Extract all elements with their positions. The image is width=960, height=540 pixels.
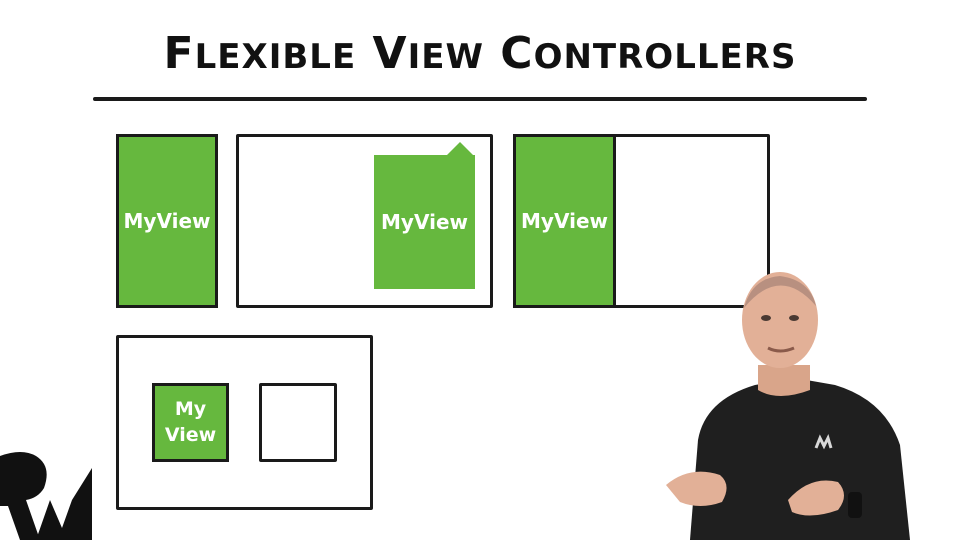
diagram-3-myview: MyView [513,134,616,308]
title-word-1: FLEXIBLE [163,28,357,79]
diagram-1-label: MyView [123,208,211,233]
diagram-3-label: MyView [521,208,608,233]
diagram-4-label: My View [164,397,217,446]
title-underline [93,97,867,101]
title-word-2: VIEW [372,28,484,79]
diagram-1-myview: MyView [116,134,218,308]
raywenderlich-logo-icon [0,452,92,540]
diagram-2-myview: MyView [374,155,475,289]
diagram-2-corner-notch-icon [446,142,474,156]
title-word-3: CONTROLLERS [500,28,797,79]
diagram-4-myview: My View [152,383,229,462]
presenter-figure-icon [666,272,910,540]
diagram-2-label: MyView [381,209,468,234]
diagram-4-empty-box [259,383,337,462]
slide-title: FLEXIBLE VIEW CONTROLLERS [0,28,960,79]
